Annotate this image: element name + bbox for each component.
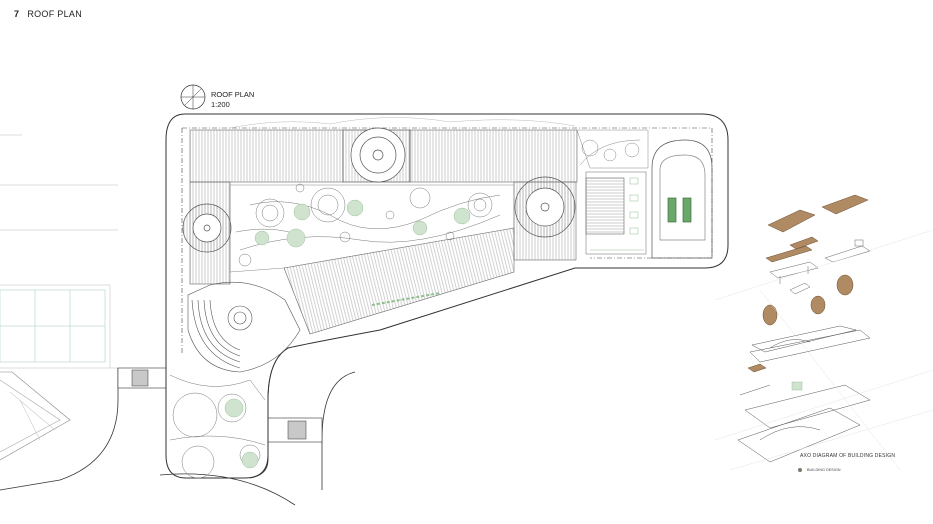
corner-garden [576,129,649,169]
plan-title: ROOF PLAN [211,90,255,99]
round-pavilion-top [342,127,411,183]
axo-roof-panels [747,194,869,373]
context-left [0,134,118,369]
plan-scale: 1:200 [211,100,230,109]
legend-label: BUILDING DESIGN [807,468,841,472]
planter-strip [371,292,441,306]
garden-trees [254,199,471,248]
crosswalk-left [117,367,167,389]
crosswalk-right [267,417,323,443]
legend-swatch [798,468,802,472]
central-garden [229,183,515,273]
top-path [229,117,576,129]
axo-caption: AXO DIAGRAM OF BUILDING DESIGN [800,453,896,459]
context-roof-left [0,371,71,461]
axo-context-lines [714,229,933,471]
bench-row [629,177,639,235]
sheet-title: ROOF PLAN [27,9,83,19]
amphitheatre [187,281,301,373]
axo-diagram [714,194,933,471]
building-right [651,139,713,259]
sheet-number: 7 [14,9,20,19]
north-arrow-icon [180,84,206,110]
plan-title-block: ROOF PLAN 1:200 [211,90,254,110]
sheet-header: 7 ROOF PLAN [14,9,82,19]
round-pavilion-right [514,176,576,238]
roof-blocks [189,129,625,335]
site-boundary [165,113,729,479]
round-pavilion-left [182,203,232,253]
lower-plaza [169,374,266,479]
plaza-trees [224,398,259,469]
axo-building-mass [737,325,871,463]
courtyard-right [585,171,647,255]
axo-frames [769,239,871,295]
axo-legend: BUILDING DESIGN [798,468,841,472]
